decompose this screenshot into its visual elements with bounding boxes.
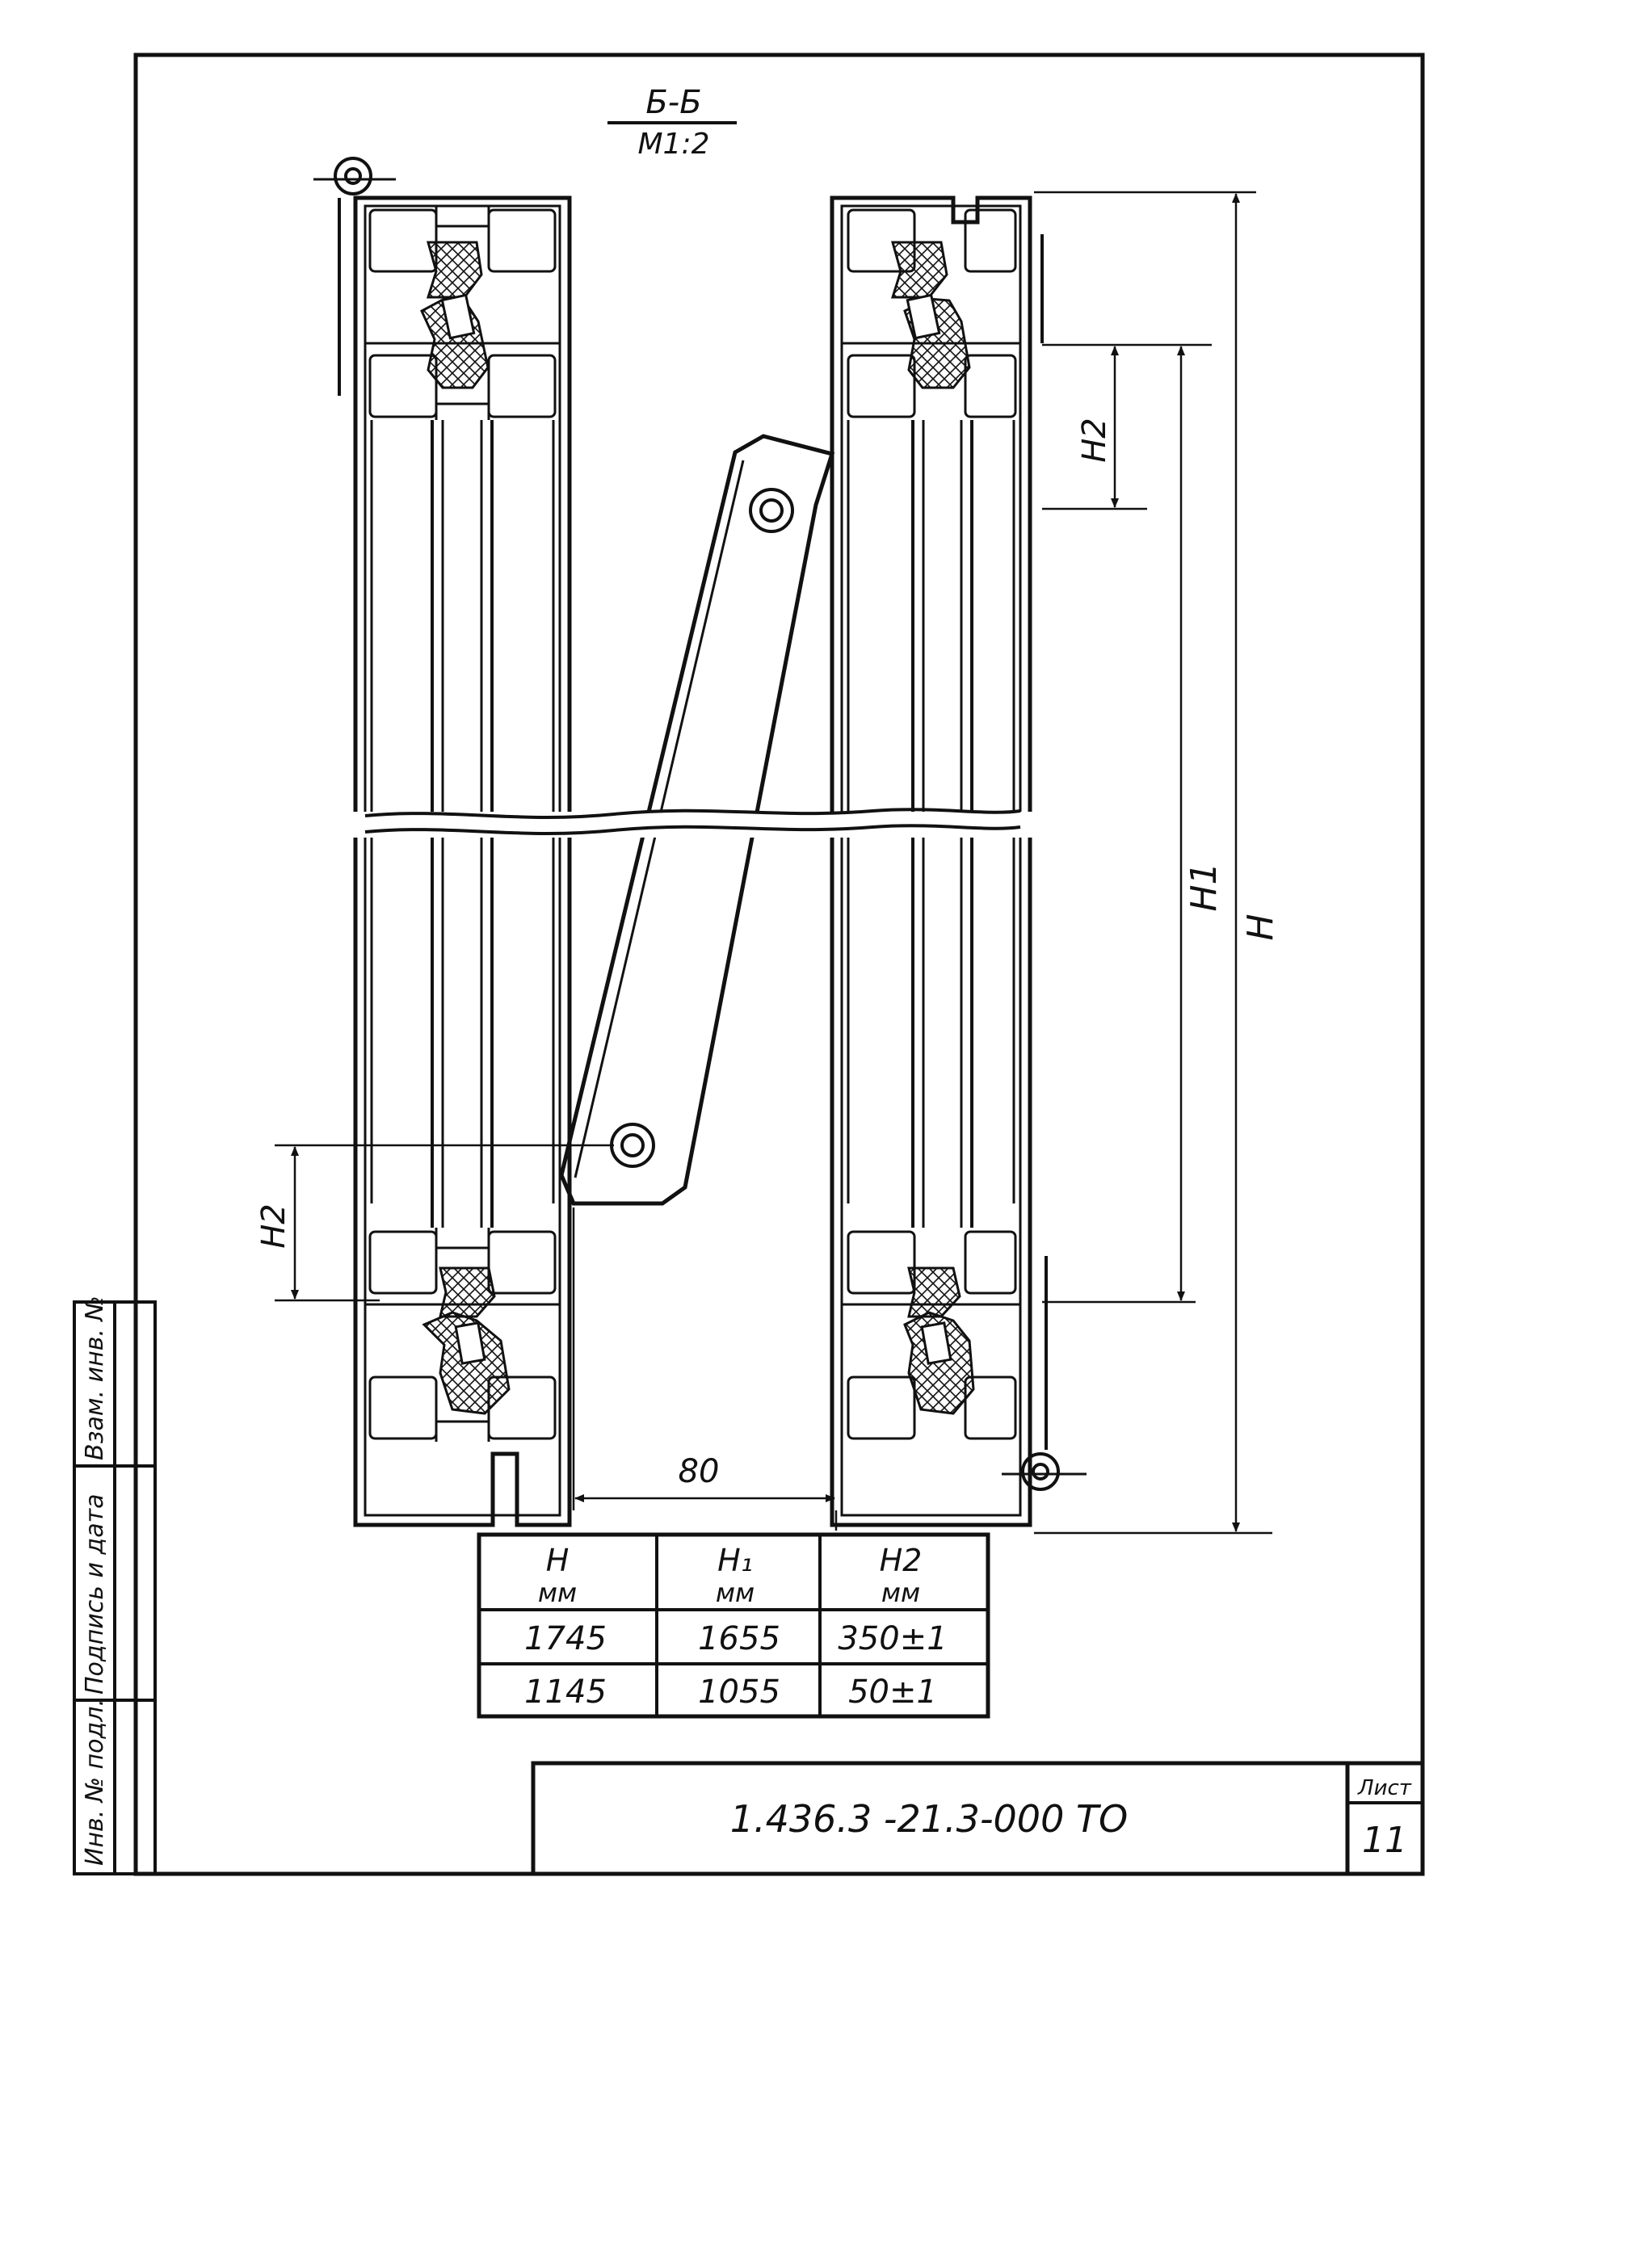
table-unit-h2: мм [881, 1577, 920, 1608]
table-header-h: Н [546, 1543, 570, 1578]
side-stamp: Инв. № подл. Подпись и дата Взам. инв. № [81, 1296, 109, 1866]
table-header-h2: Н2 [880, 1543, 923, 1578]
dim-label-h: Н [1240, 914, 1281, 940]
title-block: 1.436.3 -21.3-000 ТО Лист 11 [531, 1761, 1425, 1876]
dim-label-h1: Н1 [1183, 862, 1225, 911]
right-sash-profile [830, 195, 1087, 1527]
table-unit-h1: мм [716, 1577, 755, 1608]
dimension-lines [275, 191, 1272, 1535]
document-code: 1.436.3 -21.3-000 ТО [730, 1797, 1129, 1841]
table-cell: 1145 [524, 1674, 607, 1711]
section-name: Б-Б [645, 84, 701, 121]
dim-label-gap: 80 [679, 1453, 720, 1490]
table-cell: 1745 [524, 1620, 607, 1657]
table-unit-h: мм [538, 1577, 577, 1608]
table-cell: 50±1 [848, 1674, 937, 1711]
dim-label-h2-bottom: Н2 [255, 1203, 292, 1249]
dimension-labels: Н Н1 Н2 Н2 80 [255, 418, 1281, 1490]
break-line [323, 808, 1050, 838]
stamp-field-replacement-inv: Взам. инв. № [81, 1296, 109, 1460]
stamp-field-signature-date: Подпись и дата [81, 1494, 109, 1695]
table-cell: 1055 [698, 1674, 780, 1711]
dim-label-h2-top: Н2 [1076, 418, 1113, 463]
left-sash-profile [313, 157, 572, 1527]
table-cell: 1655 [698, 1620, 780, 1657]
section-scale: М1:2 [638, 128, 710, 161]
stamp-field-inv-no: Инв. № подл. [81, 1699, 109, 1866]
dimension-table: Н мм Н₁ мм Н2 мм 1745 1655 350±1 1145 10… [477, 1532, 990, 1719]
sheet-number: 11 [1362, 1820, 1407, 1861]
table-cell: 350±1 [838, 1620, 947, 1657]
sheet-label: Лист [1357, 1776, 1412, 1800]
section-title: Б-Б М1:2 [607, 84, 737, 161]
table-header-h1: Н₁ [717, 1543, 753, 1578]
